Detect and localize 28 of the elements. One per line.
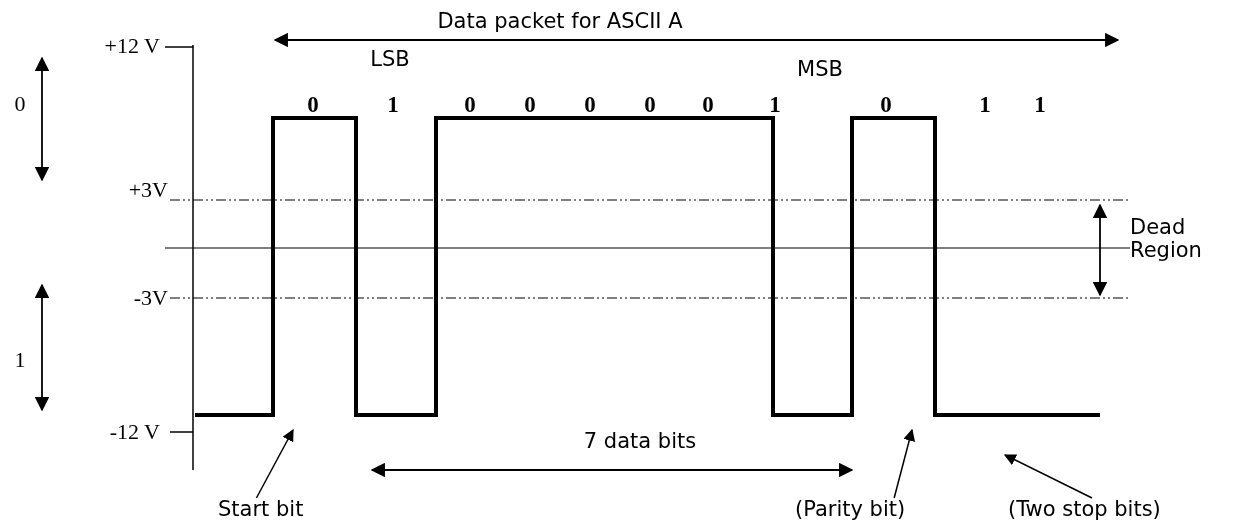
leader-line: [255, 428, 294, 499]
voltage-level-label: -3V: [133, 286, 168, 311]
leader-text: (Two stop bits): [1008, 498, 1161, 522]
leader-text: Start bit: [218, 498, 304, 522]
voltage-level-label: +12 V: [104, 34, 160, 59]
voltage-level-label: -12 V: [109, 420, 160, 445]
bit-value: 0: [584, 92, 596, 118]
leader-text: (Parity bit): [795, 498, 906, 522]
bit-value: 1: [979, 92, 991, 118]
bit-value: 0: [524, 92, 536, 118]
region-label: Dead Region: [1130, 216, 1203, 263]
logic-value-label: 0: [14, 92, 26, 117]
bit-value: 0: [702, 92, 714, 118]
logic-value-label: 1: [14, 348, 26, 373]
voltage-level-label: +3V: [128, 178, 168, 203]
leader-line: [1003, 454, 1093, 499]
dimension-label: Data packet for ASCII A: [437, 10, 683, 34]
bit-value: 1: [387, 92, 399, 118]
bit-value: 0: [644, 92, 656, 118]
dimension-label: 7 data bits: [583, 430, 697, 454]
bit-value: 0: [307, 92, 319, 118]
bit-order-label: LSB: [370, 48, 410, 72]
bit-value: 0: [464, 92, 476, 118]
bit-value: 0: [880, 92, 892, 118]
leader-line: [893, 428, 916, 499]
bit-value: 1: [769, 92, 781, 118]
bit-order-label: MSB: [797, 58, 843, 82]
bit-value: 1: [1034, 92, 1046, 118]
